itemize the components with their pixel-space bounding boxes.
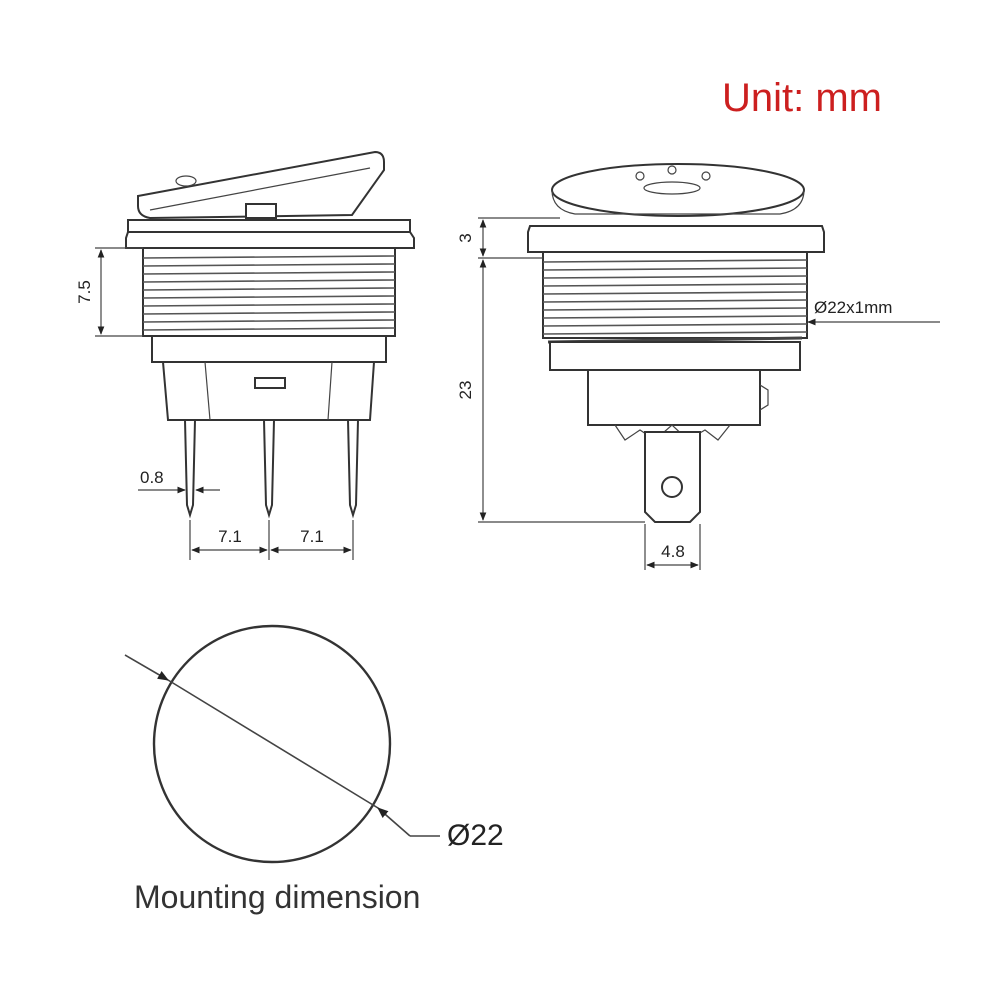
thread-lines	[142, 255, 396, 331]
dim-pin-pitch-1: 7.1	[218, 527, 242, 546]
round-cap	[551, 163, 805, 217]
front-bezel	[527, 225, 825, 253]
mounting-caption: Mounting dimension	[134, 879, 420, 915]
dim-thread-spec: Ø22x1mm	[814, 298, 892, 317]
dim-pin-pitch-2: 7.1	[300, 527, 324, 546]
dim-bezel-height: 3	[456, 233, 475, 242]
bezel	[125, 231, 415, 249]
side-view-switch: 7.5 0.8 7.1 7.1	[75, 150, 415, 560]
front-housing	[587, 369, 761, 426]
dim-body-height: 23	[456, 381, 475, 400]
dim-terminal-width: 4.8	[661, 542, 685, 561]
rocker-cap	[137, 150, 385, 220]
front-view-switch: 3 23 Ø22x1mm 4.8	[456, 163, 940, 570]
dim-thread-height: 7.5	[75, 280, 94, 304]
mounting-hole: Ø22	[124, 624, 504, 864]
terminal-pins	[183, 419, 360, 519]
housing	[161, 361, 376, 421]
threaded-body	[142, 247, 396, 337]
dim-pin-thickness: 0.8	[140, 468, 164, 487]
unit-label: Unit: mm	[722, 76, 882, 120]
dim-hole-diameter: Ø22	[447, 819, 504, 852]
front-thread-lines	[542, 259, 808, 335]
